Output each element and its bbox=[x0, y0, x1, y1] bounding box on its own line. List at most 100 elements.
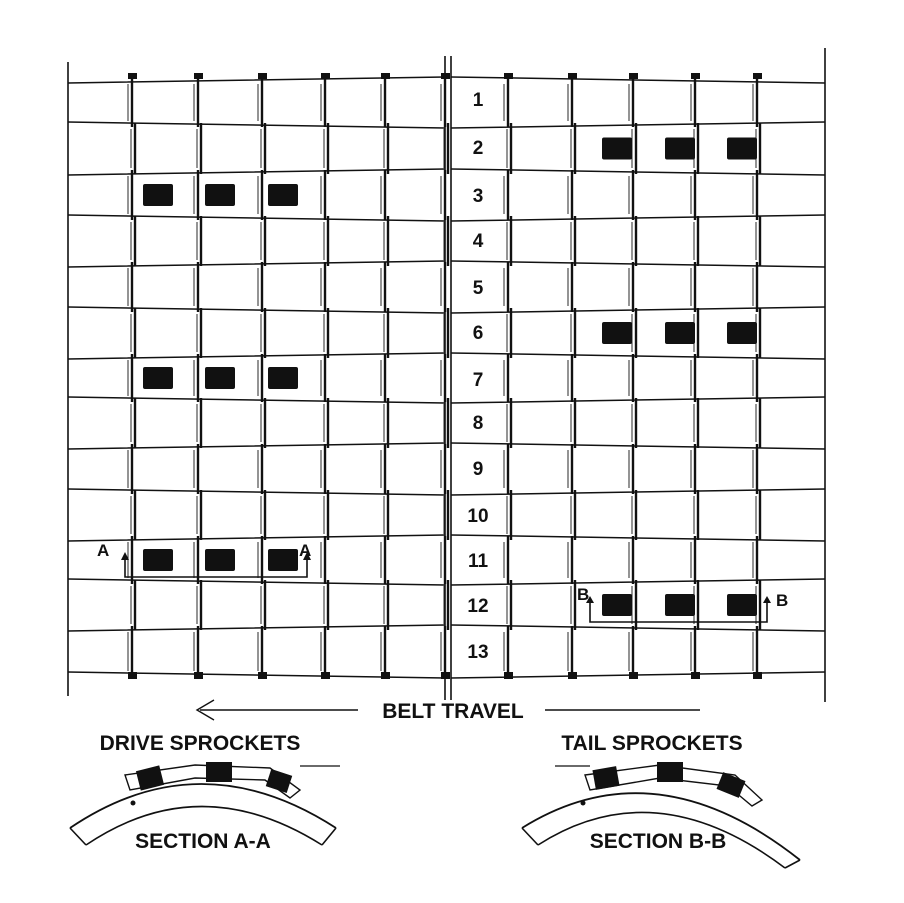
top-rivet bbox=[321, 73, 330, 79]
section-b-block-2 bbox=[657, 762, 683, 782]
row-number-13: 13 bbox=[467, 642, 488, 663]
row-number-9: 9 bbox=[473, 459, 484, 480]
section-a-arc-outer bbox=[69, 783, 337, 829]
section-b-block-3 bbox=[716, 772, 746, 798]
sprocket-block-row-2 bbox=[727, 137, 757, 160]
section-b-block-1 bbox=[592, 766, 620, 790]
sprocket-block-row-2 bbox=[665, 137, 695, 160]
sprocket-blocks bbox=[143, 137, 757, 616]
sprocket-block-row-3 bbox=[268, 184, 298, 206]
tail-sprockets-label: TAIL SPROCKETS bbox=[561, 732, 742, 755]
drive-sprockets-label: DRIVE SPROCKETS bbox=[100, 732, 301, 755]
sprocket-block-row-7 bbox=[143, 367, 173, 389]
section-a-label: SECTION A-A bbox=[135, 830, 271, 853]
row-number-7: 7 bbox=[473, 370, 484, 391]
sprocket-block-row-3 bbox=[143, 184, 173, 206]
bottom-rivet bbox=[128, 672, 137, 679]
sprocket-block-row-12 bbox=[727, 594, 757, 616]
row-boundary bbox=[67, 578, 826, 586]
sprocket-block-row-11 bbox=[205, 549, 235, 571]
section-b-arc-inner bbox=[537, 811, 786, 869]
section-b-pin bbox=[580, 800, 586, 806]
bottom-rivet bbox=[568, 672, 577, 679]
marker-b-right: B bbox=[776, 591, 788, 610]
marker-b-left: B bbox=[577, 585, 589, 604]
bottom-rivet bbox=[629, 672, 638, 679]
top-rivet bbox=[194, 73, 203, 79]
section-b-end-left bbox=[521, 827, 539, 846]
section-a-block-3 bbox=[265, 769, 293, 793]
row-boundary bbox=[67, 396, 826, 404]
row-boundary bbox=[67, 306, 826, 314]
belt-grid bbox=[67, 48, 826, 702]
top-rivet bbox=[441, 73, 450, 79]
top-rivet bbox=[629, 73, 638, 79]
section-a-end-left bbox=[69, 827, 87, 846]
section-b-label: SECTION B-B bbox=[590, 830, 727, 853]
sprocket-block-row-12 bbox=[665, 594, 695, 616]
sprocket-block-row-12 bbox=[602, 594, 632, 616]
sprocket-block-row-7 bbox=[205, 367, 235, 389]
row-boundary bbox=[67, 121, 826, 129]
row-boundary bbox=[67, 624, 826, 632]
section-b-end-right bbox=[784, 859, 801, 869]
bottom-rivet bbox=[381, 672, 390, 679]
section-a-end-right bbox=[321, 827, 337, 846]
section-a-pin bbox=[130, 800, 136, 806]
arrow-a-right-icon bbox=[303, 552, 311, 560]
row-number-6: 6 bbox=[473, 323, 484, 344]
top-rivet bbox=[258, 73, 267, 79]
belt-travel: BELT TRAVEL bbox=[195, 699, 700, 723]
row-boundary bbox=[67, 260, 826, 268]
belt-travel-label: BELT TRAVEL bbox=[382, 700, 524, 723]
row-number-4: 4 bbox=[473, 231, 484, 252]
sprocket-block-row-11 bbox=[268, 549, 298, 571]
top-rivet bbox=[568, 73, 577, 79]
sprocket-block-row-2 bbox=[602, 137, 632, 160]
row-numbers: 1 2 3 4 5 6 7 8 9 10 11 12 13 bbox=[467, 90, 488, 663]
row-boundary bbox=[67, 488, 826, 496]
sprocket-block-row-6 bbox=[727, 322, 757, 344]
row-number-3: 3 bbox=[473, 186, 484, 207]
arrow-b-right-icon bbox=[763, 596, 771, 603]
top-rivet bbox=[128, 73, 137, 79]
row-number-11: 11 bbox=[468, 551, 489, 572]
row-number-2: 2 bbox=[473, 138, 484, 159]
row-number-8: 8 bbox=[473, 413, 484, 434]
belt-travel-arrow-icon bbox=[195, 699, 215, 721]
section-b-sketch: SECTION B-B bbox=[521, 762, 801, 869]
row-number-10: 10 bbox=[467, 506, 488, 527]
bottom-rivet bbox=[691, 672, 700, 679]
row-boundary bbox=[67, 442, 826, 450]
bottom-rivet bbox=[258, 672, 267, 679]
row-boundary bbox=[67, 352, 826, 360]
section-line-b bbox=[589, 600, 768, 623]
row-boundary bbox=[67, 168, 826, 176]
sprocket-block-row-7 bbox=[268, 367, 298, 389]
section-a-block-2 bbox=[206, 762, 232, 782]
arrow-b-left-icon bbox=[586, 596, 594, 603]
arrow-a-left-icon bbox=[121, 552, 129, 560]
bottom-rivet bbox=[194, 672, 203, 679]
row-boundary bbox=[67, 534, 826, 542]
marker-a-left: A bbox=[97, 541, 109, 560]
top-rivet bbox=[753, 73, 762, 79]
sprocket-block-row-3 bbox=[205, 184, 235, 206]
top-rivet bbox=[381, 73, 390, 79]
bottom-rivet bbox=[441, 672, 450, 679]
section-line-a bbox=[124, 558, 308, 578]
row-number-5: 5 bbox=[473, 278, 484, 299]
section-a-block-1 bbox=[135, 765, 165, 791]
top-rivet bbox=[504, 73, 513, 79]
section-a-arc-inner bbox=[85, 805, 323, 846]
bottom-rivet bbox=[753, 672, 762, 679]
bottom-rivet bbox=[504, 672, 513, 679]
bottom-rivet bbox=[321, 672, 330, 679]
row-number-1: 1 bbox=[473, 90, 484, 111]
sprocket-block-row-6 bbox=[665, 322, 695, 344]
sprocket-block-row-11 bbox=[143, 549, 173, 571]
section-b-arc-outer bbox=[521, 792, 801, 861]
section-markers: A A B B bbox=[97, 541, 788, 623]
